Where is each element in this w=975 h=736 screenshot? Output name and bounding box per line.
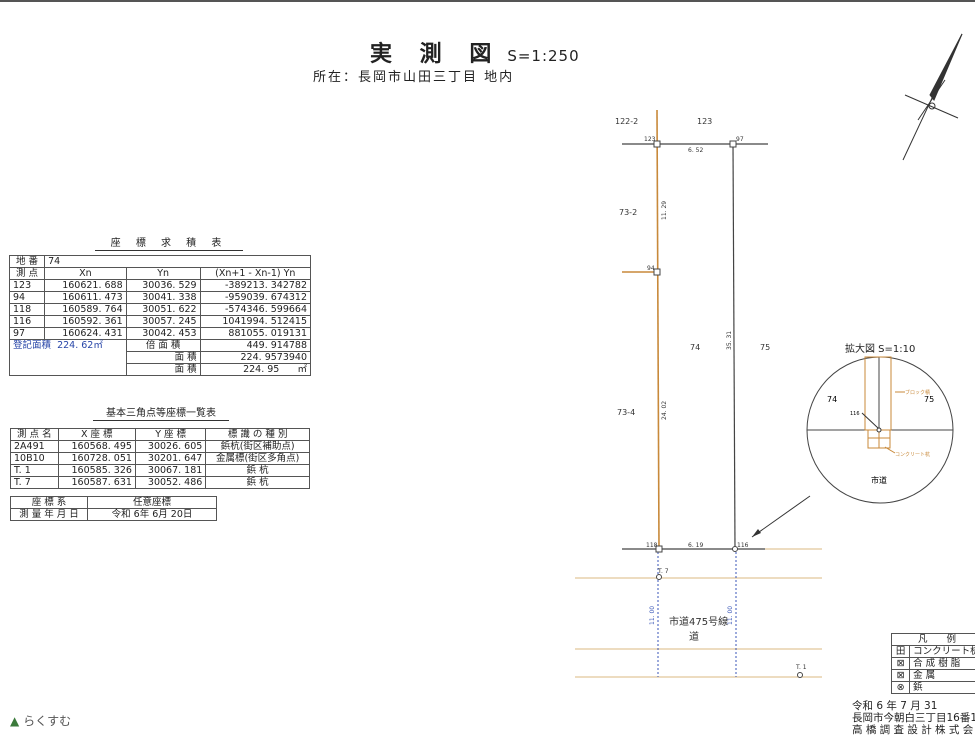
- detail-title: 拡大図 S=1:10: [845, 342, 915, 355]
- footer-date: 令和 6 年 7 月 31: [852, 700, 975, 712]
- north-arrow-icon: [903, 34, 962, 160]
- lot-label: 74: [690, 343, 700, 352]
- svg-text:11. 29: 11. 29: [661, 201, 668, 220]
- svg-text:ブロック積: ブロック積: [905, 389, 930, 396]
- svg-text:6. 19: 6. 19: [688, 542, 703, 549]
- svg-text:75: 75: [924, 395, 934, 404]
- lot-label: 123: [697, 117, 712, 126]
- legend-item: ⊠合 成 樹 脂: [892, 658, 975, 670]
- svg-text:コンクリート杭: コンクリート杭: [895, 451, 930, 458]
- road-label: 市道475号線: [669, 615, 728, 628]
- svg-text:118: 118: [646, 542, 658, 549]
- lot-label: 73-2: [619, 208, 637, 217]
- svg-text:94: 94: [647, 265, 655, 272]
- block-wall-line: [657, 110, 659, 549]
- legend-item: ⊗鋲: [892, 682, 975, 694]
- svg-text:74: 74: [827, 395, 837, 404]
- legend-item: ⊠金 属: [892, 670, 975, 682]
- road-label: 道: [689, 630, 699, 643]
- footer-address: 長岡市今朝白三丁目16番1: [852, 712, 975, 724]
- svg-text:市道: 市道: [871, 475, 887, 485]
- road-lines: [575, 549, 822, 677]
- marker-icon: [654, 269, 660, 275]
- svg-text:11. 00: 11. 00: [649, 606, 656, 625]
- svg-text:11. 00: 11. 00: [727, 606, 734, 625]
- rivet-icon: [798, 673, 803, 678]
- lot-label: 73-4: [617, 408, 635, 417]
- legend-item: 田コンクリート杭: [892, 646, 975, 658]
- logo: ▲ らくすむ: [10, 712, 71, 729]
- rivet-icon: [657, 575, 662, 580]
- legend-table: 凡 例 田コンクリート杭 ⊠合 成 樹 脂 ⊠金 属 ⊗鋲: [891, 633, 975, 694]
- house-icon: ▲: [10, 714, 19, 728]
- footer-company: 高 橋 調 査 設 計 株 式 会: [852, 724, 975, 736]
- detail-pointer: [752, 496, 810, 537]
- detail-circle: 74 75 市道 116 ブロック積 コンクリート杭: [752, 357, 953, 537]
- svg-text:T. 7: T. 7: [657, 568, 669, 575]
- svg-text:123: 123: [644, 136, 656, 143]
- svg-text:24. 02: 24. 02: [661, 401, 668, 420]
- lot-label: 75: [760, 343, 770, 352]
- boundary-markers: [654, 141, 803, 678]
- lot-label: 122-2: [615, 117, 638, 126]
- svg-text:116: 116: [737, 542, 749, 549]
- svg-text:116: 116: [850, 411, 860, 417]
- dimension-lines: [658, 552, 736, 677]
- svg-text:6. 52: 6. 52: [688, 147, 703, 154]
- svg-text:T. 1: T. 1: [795, 664, 807, 671]
- svg-text:35. 31: 35. 31: [726, 331, 733, 350]
- svg-text:97: 97: [736, 136, 744, 143]
